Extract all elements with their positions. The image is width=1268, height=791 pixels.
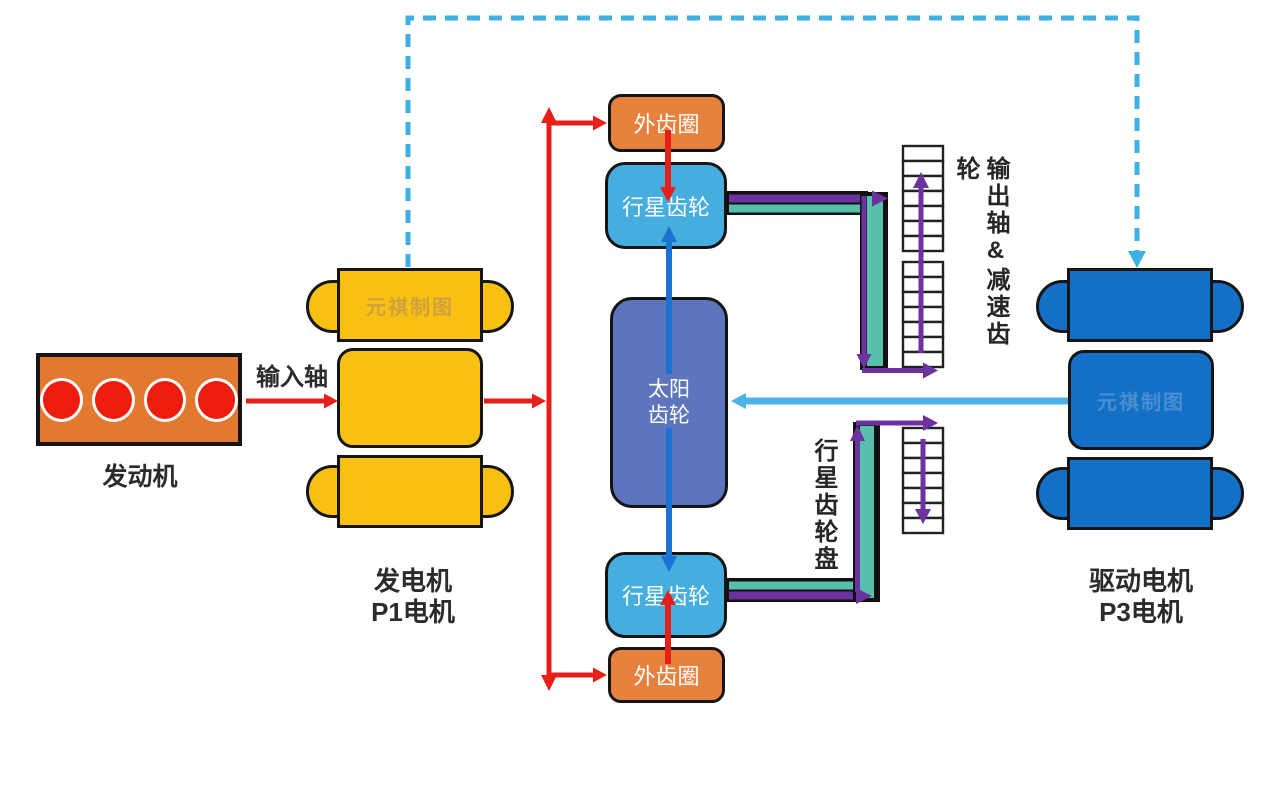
sun-gear-label-line2: 齿轮 [648,403,690,427]
motor-stator-top-left-bump [1036,280,1070,333]
planetary-gear-top-label: 行星齿轮 [621,194,710,220]
motor-stator-bottom-right-bump [1210,467,1244,520]
engine-cylinder-icon [91,377,135,422]
ring-gear-top-label: 外齿圈 [633,112,700,137]
generator-stator-bottom-right-bump [480,465,514,518]
watermark: 元祺制图 [366,296,454,319]
carrier-bar-bottom [726,578,858,602]
generator-p1-tag: P1电机 [371,597,455,627]
carrier-bar-top [726,191,872,215]
motor-stator-top-right-bump [1210,280,1244,333]
generator-stator-top-left-bump [306,280,340,333]
motor-stator-top [1067,268,1213,342]
motor-rotor: 元祺制图 [1068,350,1214,450]
electric-link-dashed-arrow [405,15,1146,268]
output-shaft-reduction-label: 输出轴&减速齿轮 [952,156,1009,348]
generator-name: 发电机 [373,566,452,596]
engine-cylinder-icon [195,377,238,422]
motor-output-cyan-arrow [731,393,1068,409]
generator-rotor [337,348,483,448]
engine-box [36,353,242,446]
planetary-gear-bottom: 行星齿轮 [605,552,727,638]
generator-stator-top: 元祺制图 [337,268,483,342]
input-shaft-label: 输入轴 [256,364,328,391]
engine-cylinder-icon [143,377,187,422]
generator-stator-bottom-left-bump [306,465,340,518]
motor-stator-bottom-left-bump [1036,467,1070,520]
engine-label: 发动机 [102,463,178,491]
generator-label: 发电机 P1电机 [338,566,488,628]
carrier-flow-purple-arrows [850,415,938,604]
ring-gear-bottom: 外齿圈 [608,647,725,703]
generator-stator-bottom [337,455,483,528]
sun-gear-label-line1: 太阳 [648,377,690,401]
reduction-gear-ladder-lower [901,260,945,369]
ring-gear-top: 外齿圈 [608,94,725,152]
planet-carrier-gear-ladder [901,426,945,535]
planetary-gear-bottom-label: 行星齿轮 [621,584,710,609]
ring-gear-bottom-label: 外齿圈 [633,664,700,689]
planet-carrier-label: 行星齿轮盘 [810,438,837,573]
sun-gear: 太阳 齿轮 [610,297,728,508]
drive-motor-p3-tag: P3电机 [1099,597,1183,627]
output-link-bar [860,192,888,370]
planetary-gear-top: 行星齿轮 [605,162,727,249]
planet-carrier-bar [853,422,880,602]
drive-motor-name: 驱动电机 [1088,566,1193,596]
reduction-gear-ladder-upper [901,144,945,253]
watermark: 元祺制图 [1097,391,1185,414]
drive-motor-label: 驱动电机 P3电机 [1056,566,1226,628]
motor-stator-bottom [1067,457,1213,530]
engine-cylinder-icon [40,377,83,422]
output-flow-purple-arrows [856,172,938,379]
generator-stator-top-right-bump [480,280,514,333]
